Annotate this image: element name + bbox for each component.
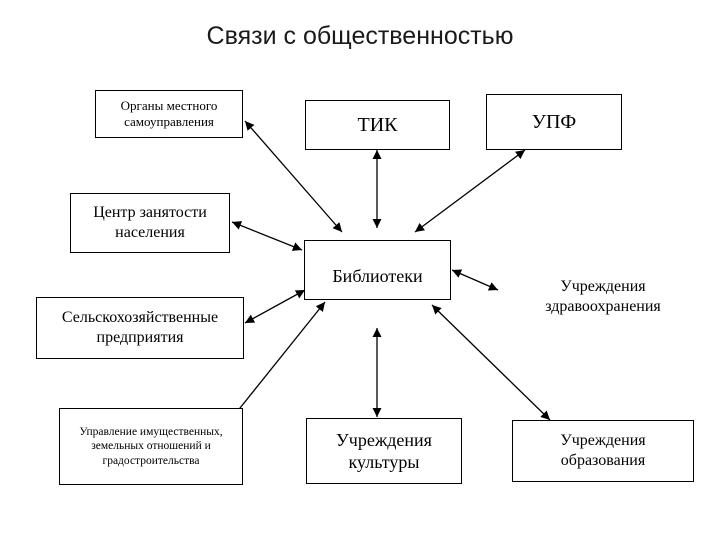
arrow-upravlenie-biblioteki [231,301,326,419]
node-selhoz: Сельскохозяйственные предприятия [36,297,244,359]
arrow-biblioteki-zdrav [451,269,499,291]
arrow-selhoz-biblioteki [244,289,306,324]
node-czn: Центр занятости населения [70,193,230,253]
node-tik: ТИК [305,100,450,150]
arrow-biblioteki-obrazovanie [431,304,551,421]
arrow-upf-biblioteki [414,149,526,233]
node-organy: Органы местного самоуправления [95,90,243,138]
node-kultura: Учреждения культуры [306,418,462,484]
arrow-organy-biblioteki [244,120,343,233]
arrow-czn-biblioteki [231,221,303,251]
node-upf: УПФ [486,94,622,150]
page-title: Связи с общественностью [206,22,514,50]
node-upravlenie: Управление имущественных, земельных отно… [59,408,243,485]
node-biblioteki: Библиотеки [304,240,451,300]
node-obrazovanie: Учреждения образования [512,420,694,482]
node-zdrav: Учреждения здравоохранения [512,262,694,332]
